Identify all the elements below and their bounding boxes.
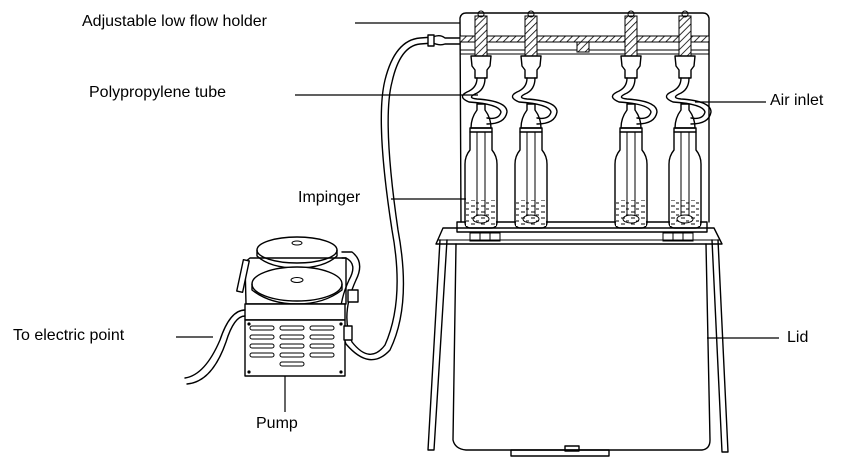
connector [520, 55, 542, 79]
label-air-inlet: Air inlet [770, 92, 824, 109]
label-pump: Pump [256, 415, 298, 432]
pump-vent-slot [279, 325, 305, 331]
bottle-ring [519, 127, 543, 133]
fritted-tip [522, 214, 540, 224]
inlet-tube-outer [520, 77, 558, 125]
bottle-body [668, 131, 702, 229]
bottle-ring [469, 127, 493, 133]
pump-vent-slot [309, 325, 335, 331]
label-polypropylene-tube: Polypropylene tube [89, 84, 226, 101]
inlet-tube-outer [620, 77, 658, 125]
pump-vent-slot [309, 352, 335, 358]
adjust-screw [527, 10, 535, 18]
pump-vent-slot [309, 334, 335, 340]
pump-vent-slot [249, 334, 275, 340]
absorbing-liquid [616, 200, 646, 226]
label-adjustable-low-flow-holder: Adjustable low flow holder [82, 13, 267, 30]
impinger-4 [665, 10, 712, 229]
inlet-tube [611, 77, 652, 120]
connector [674, 55, 696, 79]
fritted-tip [676, 214, 694, 224]
holder-frame [459, 12, 710, 223]
connector [620, 55, 642, 79]
power-cord [184, 309, 246, 385]
impinger-2 [511, 10, 558, 229]
pump-vent-slot [249, 325, 275, 331]
adjust-screw [681, 10, 689, 18]
pump-vent-slot [279, 352, 305, 358]
label-impinger: Impinger [298, 189, 361, 206]
pump-vent-slot [279, 343, 305, 349]
inlet-tube [665, 77, 706, 120]
leader-lines [176, 22, 779, 412]
impinger-tray [456, 221, 708, 242]
pump-vent-slot [249, 343, 275, 349]
label-lid: Lid [787, 329, 809, 346]
inlet-tube [461, 77, 502, 120]
fritted-tip [622, 214, 640, 224]
holder-post [678, 15, 692, 57]
pump-vent-slot [309, 343, 335, 349]
fritted-tip [472, 214, 490, 224]
holder-post [624, 15, 638, 57]
bottle-ring [619, 127, 643, 133]
pump-vent-slot [279, 361, 305, 367]
holder-post [474, 15, 488, 57]
stand [427, 227, 729, 453]
connector [470, 55, 492, 79]
label-to-electric-point: To electric point [13, 327, 125, 344]
lid-box [452, 243, 711, 457]
impinger-3 [611, 10, 658, 229]
absorbing-liquid [516, 200, 546, 226]
pump [236, 236, 359, 377]
bottle-body [464, 131, 498, 229]
bottle-body [614, 131, 648, 229]
adjust-screw [627, 10, 635, 18]
impinger-1 [461, 10, 508, 229]
inlet-tube-outer [674, 77, 712, 125]
absorbing-liquid [466, 200, 496, 226]
pump-vent-slot [279, 334, 305, 340]
bottle-body [514, 131, 548, 229]
pump-vent-slot [249, 352, 275, 358]
inlet-tube-outer [470, 77, 508, 125]
absorbing-liquid [670, 200, 700, 226]
holder-post [524, 15, 538, 57]
bottle-ring [673, 127, 697, 133]
inlet-tube [511, 77, 552, 120]
adjust-screw [477, 10, 485, 18]
